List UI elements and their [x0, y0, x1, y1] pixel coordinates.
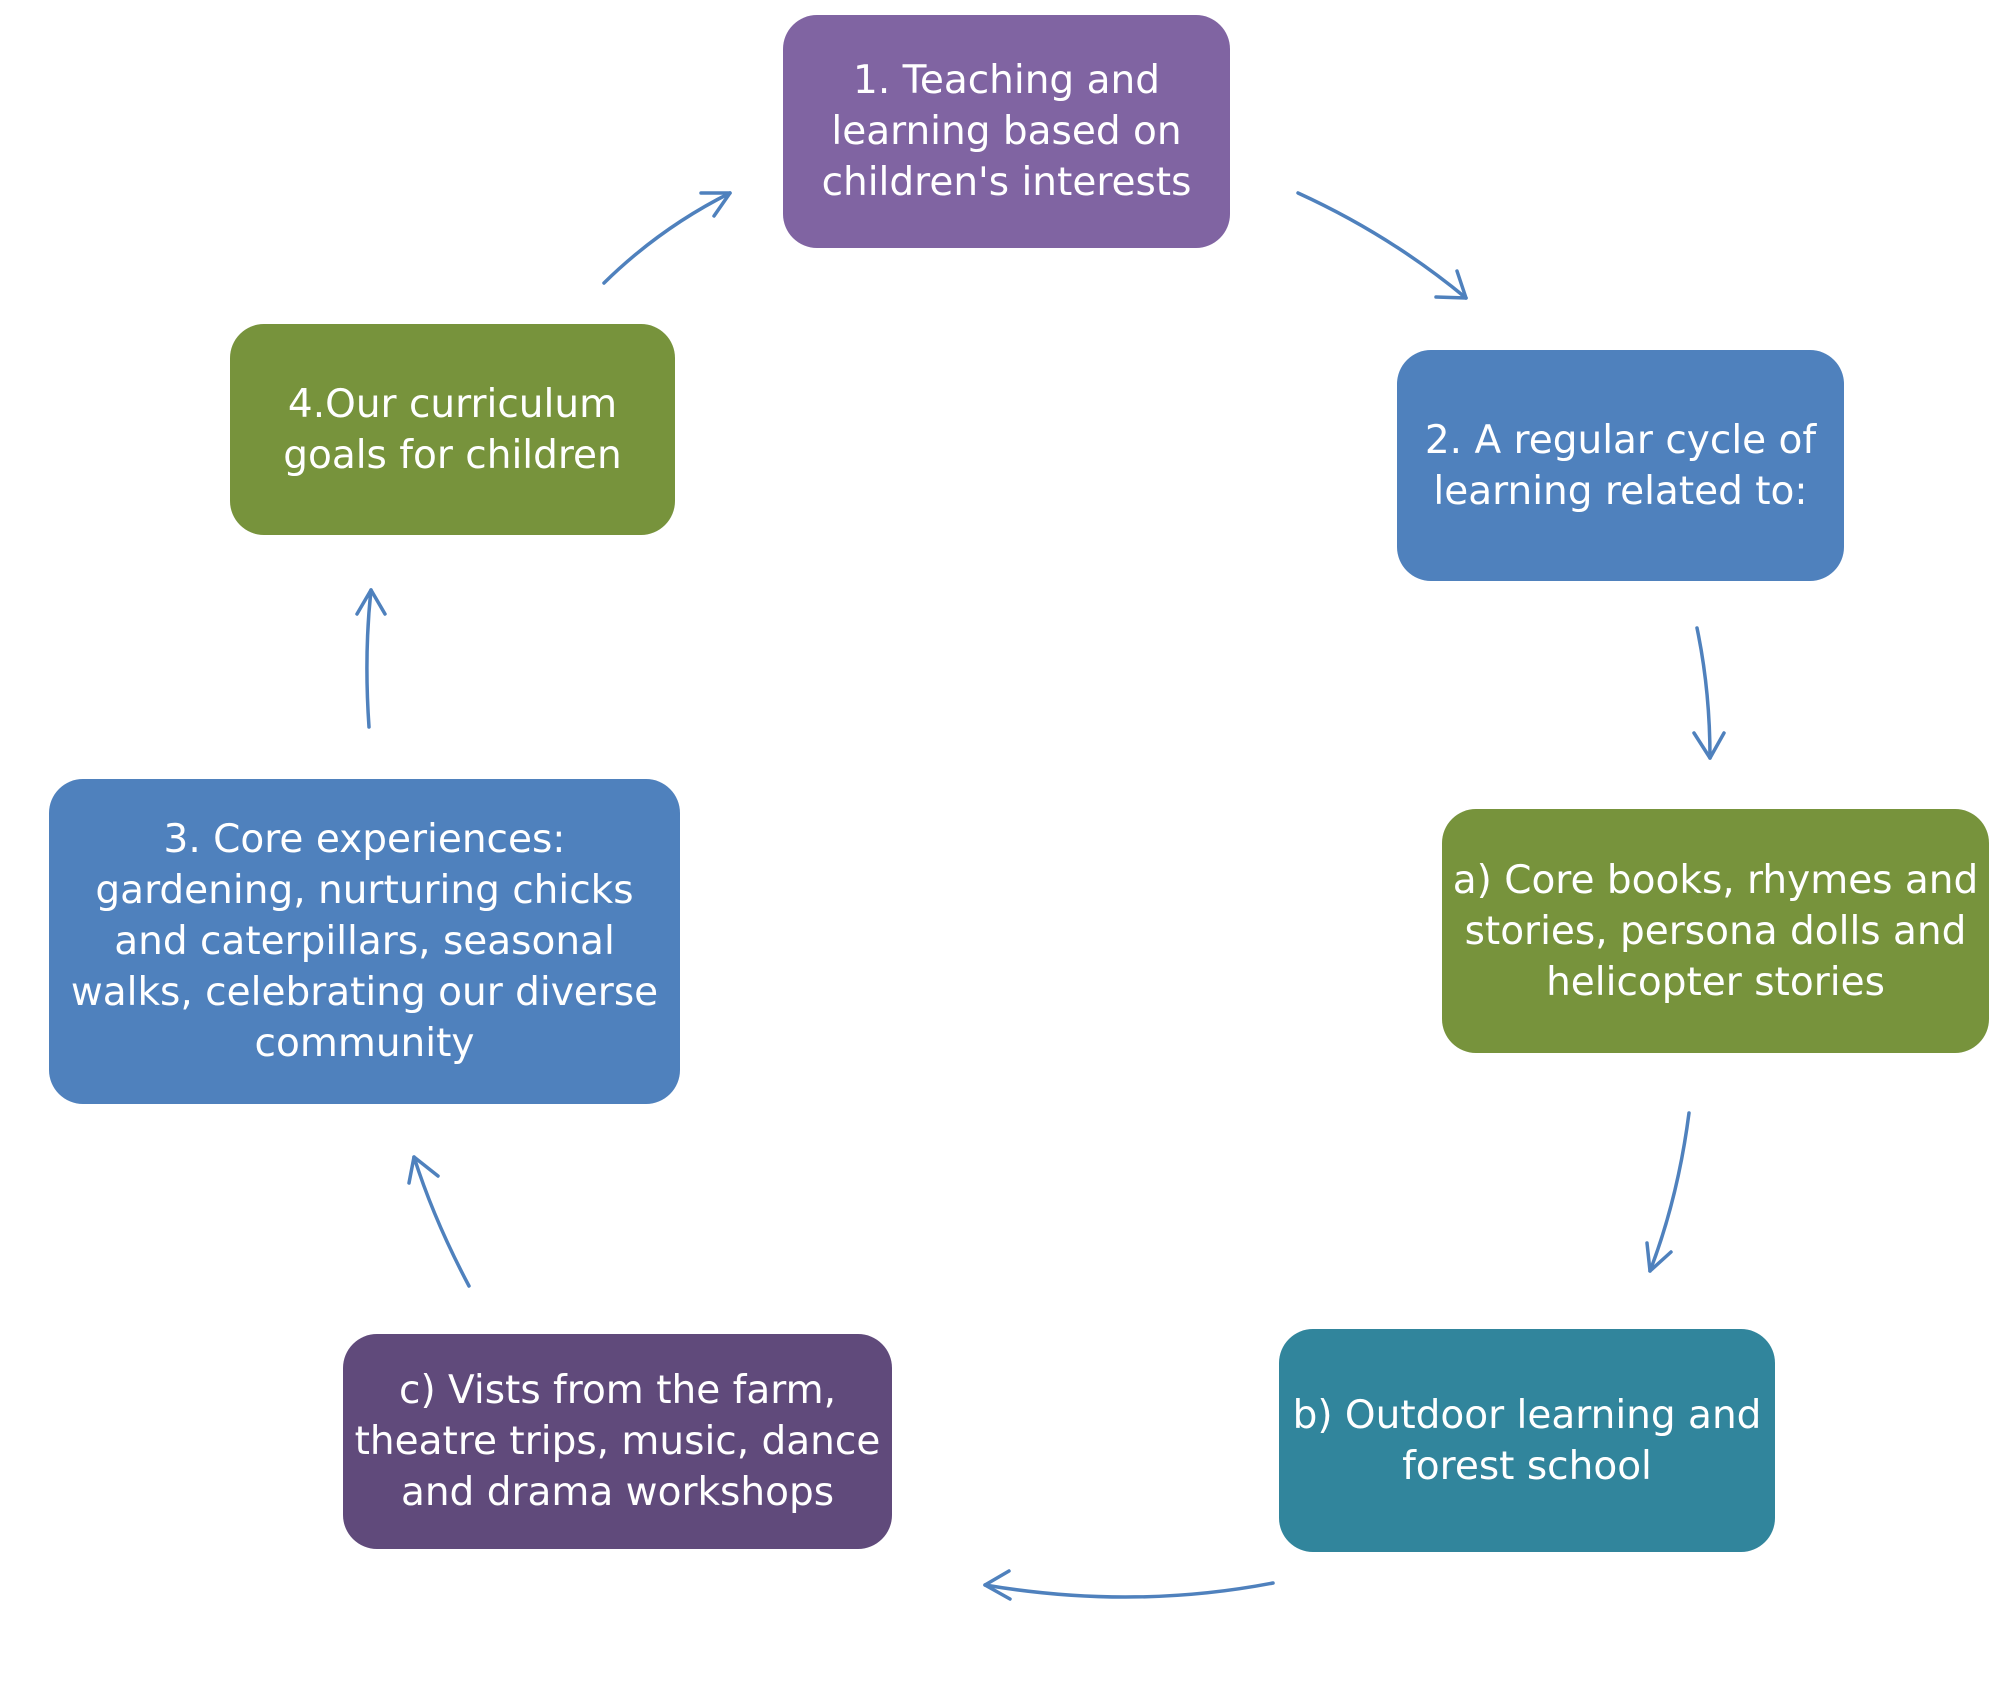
node-step1-label: 1. Teaching and learning based on childr…: [821, 58, 1192, 205]
node-step2-label: 2. A regular cycle of learning related t…: [1424, 417, 1817, 514]
node-a-core-books: a) Core books, rhymes and stories, perso…: [1442, 809, 1989, 1053]
node-step1-teaching-learning: 1. Teaching and learning based on childr…: [783, 15, 1230, 248]
node-step2-regular-cycle: 2. A regular cycle of learning related t…: [1397, 350, 1844, 581]
node-b-outdoor-learning: b) Outdoor learning and forest school: [1279, 1329, 1775, 1552]
node-c-visits: c) Vists from the farm, theatre trips, m…: [343, 1334, 892, 1549]
node-c-label: c) Vists from the farm, theatre trips, m…: [354, 1368, 881, 1515]
node-step4-curriculum-goals: 4.Our curriculum goals for children: [230, 324, 675, 535]
node-step3-label: 3. Core experiences: gardening, nurturin…: [70, 817, 659, 1066]
arrow-step1-to-step2: [1296, 191, 1468, 300]
arrow-step2-to-a: [1692, 626, 1726, 760]
arrow-b-to-c: [983, 1569, 1275, 1601]
node-step4-label: 4.Our curriculum goals for children: [283, 381, 622, 478]
arrow-a-to-b: [1645, 1111, 1691, 1273]
arrow-step4-to-step1: [602, 191, 732, 285]
node-a-label: a) Core books, rhymes and stories, perso…: [1452, 857, 1979, 1005]
node-b-label: b) Outdoor learning and forest school: [1292, 1392, 1762, 1489]
arrow-step3-to-step4: [355, 588, 387, 729]
node-step3-core-experiences: 3. Core experiences: gardening, nurturin…: [49, 779, 680, 1104]
arrow-c-to-step3: [407, 1155, 471, 1288]
